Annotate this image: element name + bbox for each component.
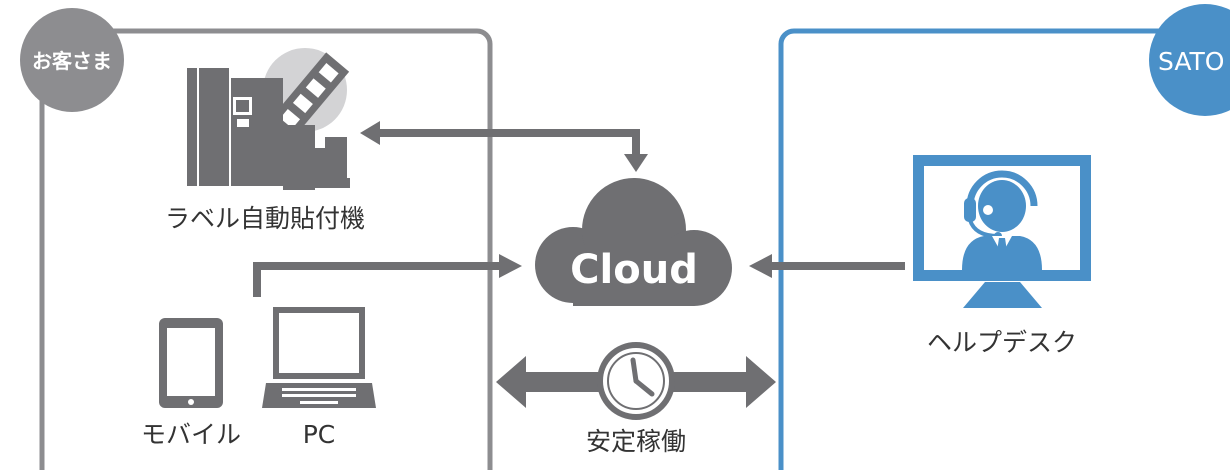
cloud-icon: [535, 178, 732, 306]
customer-frame: [39, 28, 493, 470]
printer-label: ラベル自動貼付機: [165, 204, 365, 233]
pc-label: PC: [303, 420, 336, 449]
helpdesk-cloud-arrow: [749, 254, 905, 278]
sato-badge-label: SATO: [1158, 47, 1224, 76]
pc-icon: [262, 307, 376, 408]
mobile-label: モバイル: [141, 420, 241, 449]
pc-cloud-arrow: [253, 254, 522, 297]
uptime-label: 安定稼働: [586, 427, 686, 456]
mobile-icon: [159, 318, 223, 408]
sato-frame: [778, 28, 1230, 470]
clock-icon: [597, 342, 675, 420]
customer-badge: お客さま: [20, 8, 124, 112]
operator-icon: [962, 170, 1042, 270]
cloud-label: Cloud: [570, 247, 698, 293]
sato-badge: SATO: [1149, 4, 1230, 116]
printer-cloud-arrow: [360, 121, 648, 172]
helpdesk-label: ヘルプデスク: [927, 328, 1077, 357]
customer-badge-label: お客さま: [32, 49, 112, 73]
label-applicator-icon: [187, 48, 350, 190]
